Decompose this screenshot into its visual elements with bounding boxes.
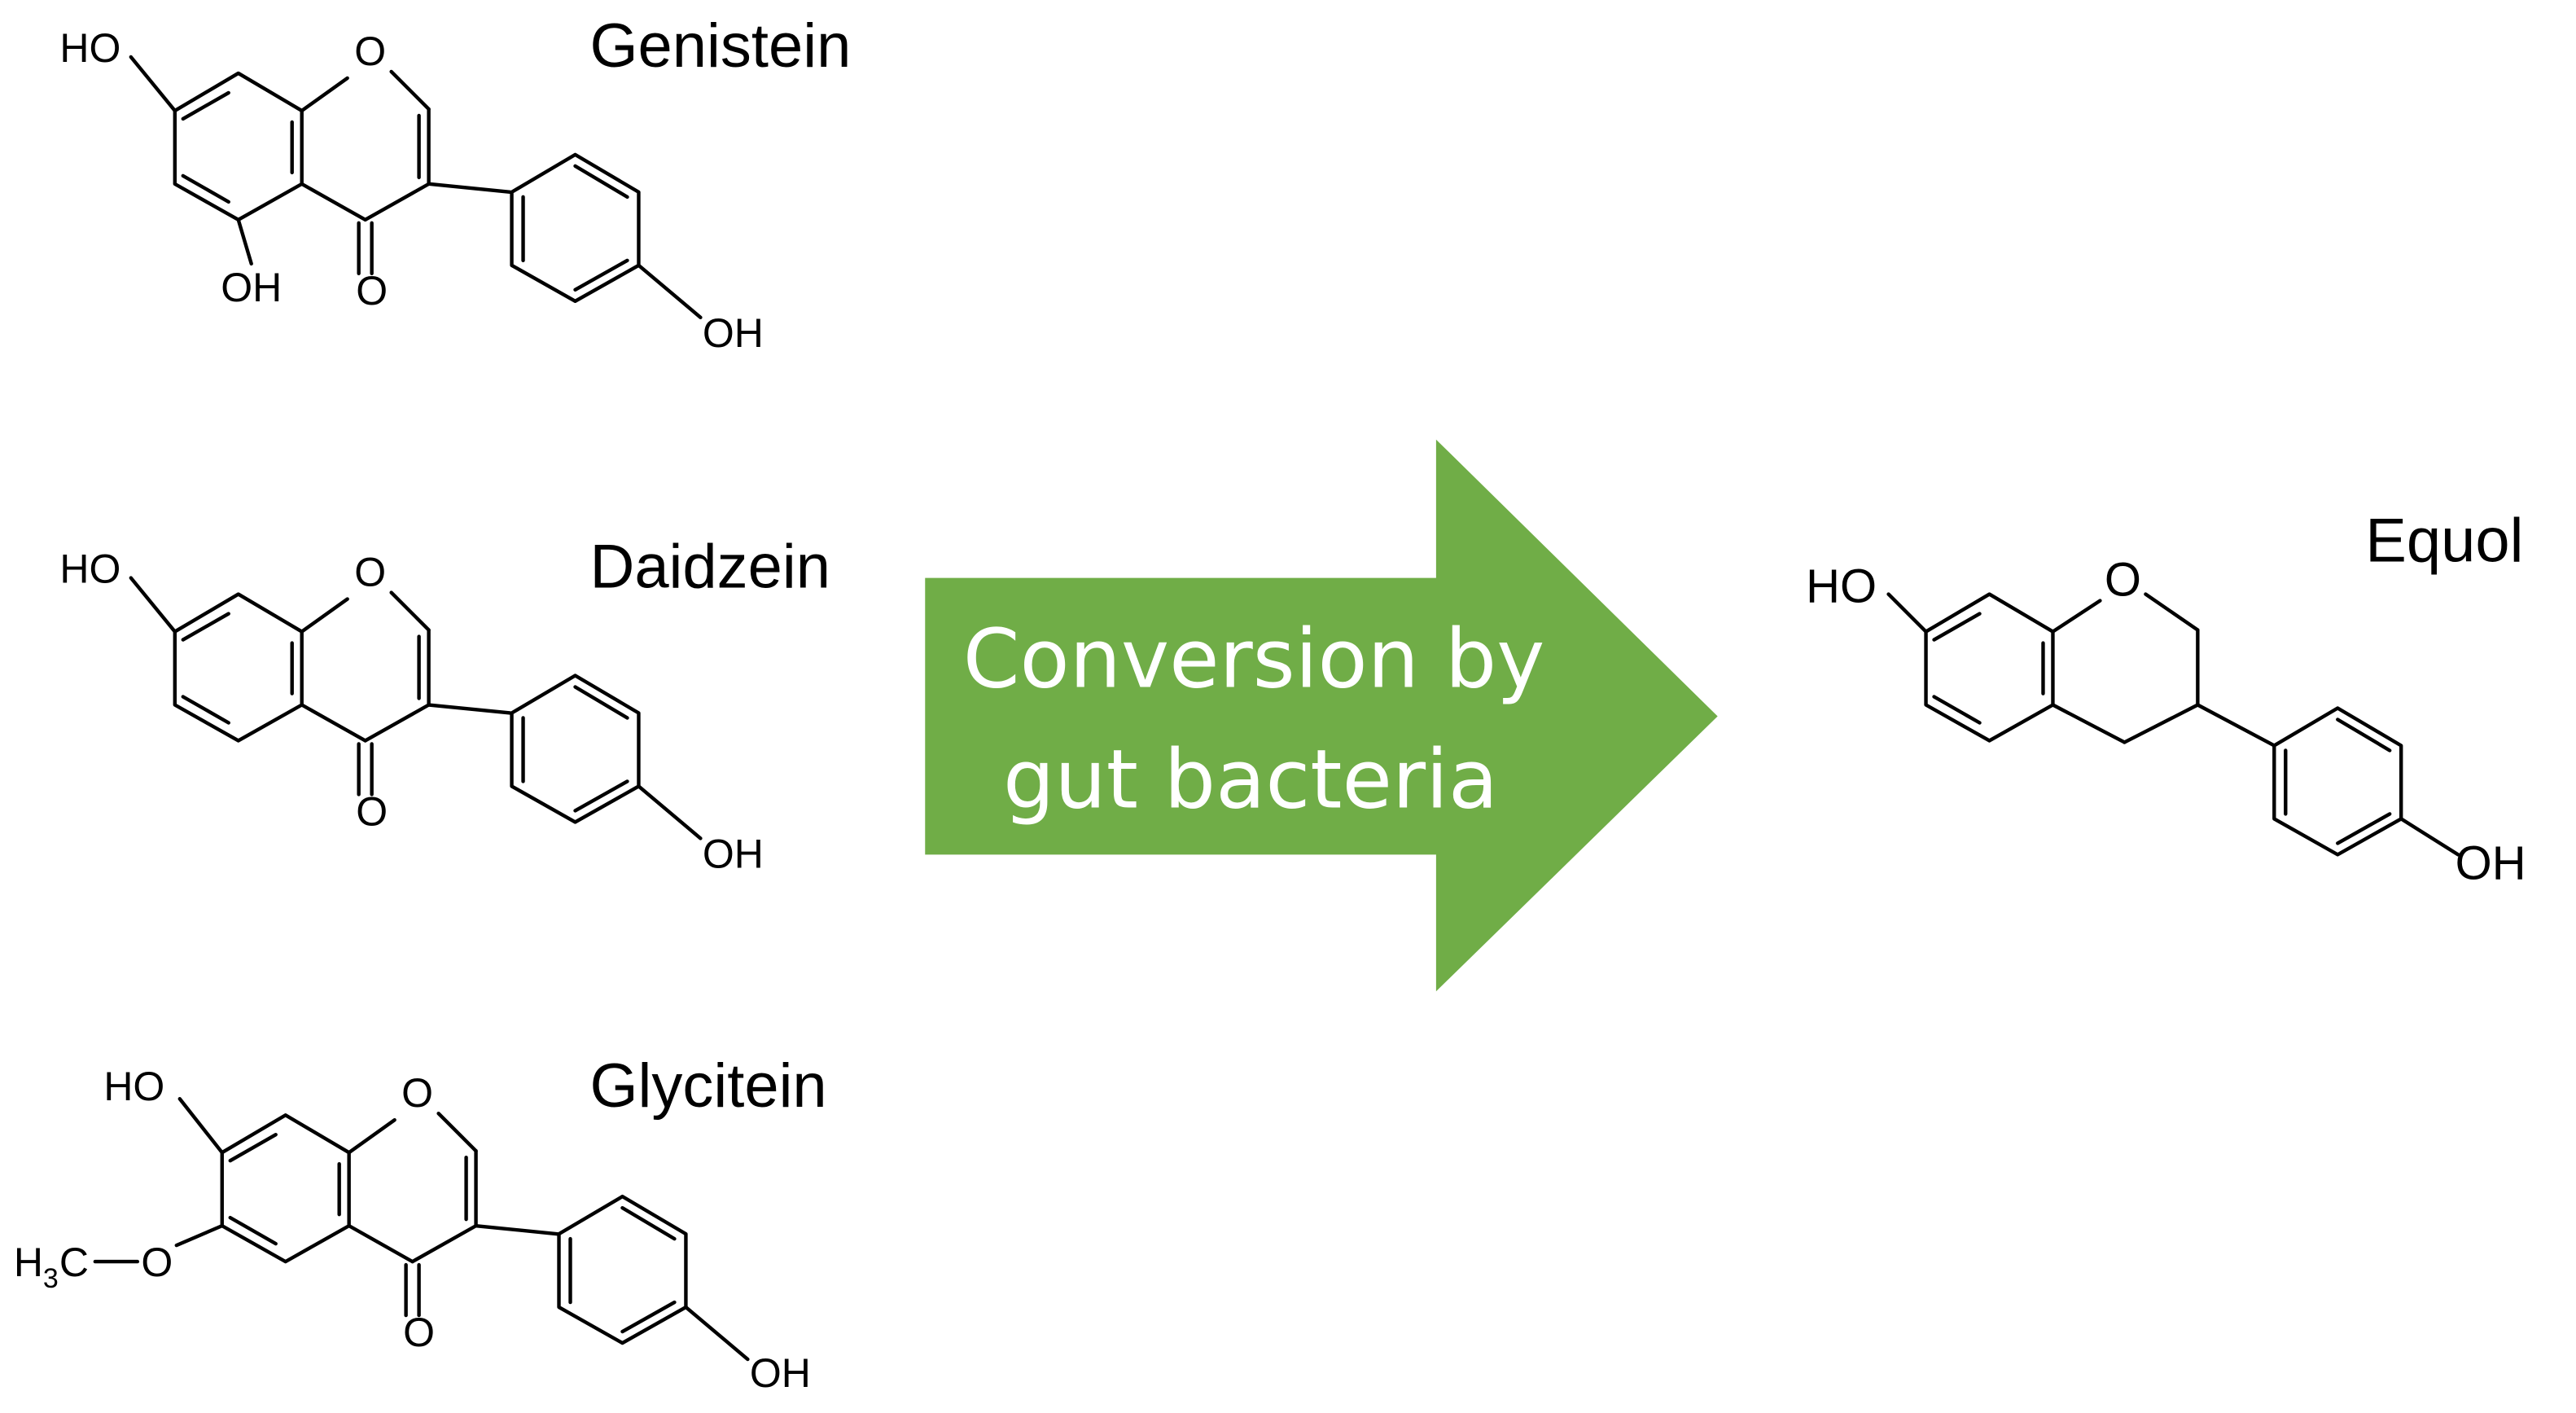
- daidzein-keto-o-label: O: [356, 788, 388, 834]
- molecule-glycitein: HO O O OH H 3 C O Glycitein: [14, 1051, 827, 1396]
- daidzein-ring-o-label: O: [354, 550, 386, 595]
- arrow-label-line2: gut bacteria: [1003, 731, 1498, 827]
- equol-ring-o-label: O: [2105, 555, 2141, 607]
- genistein-oh4p-label: OH: [703, 310, 764, 356]
- glycitein-methoxy-o: O: [141, 1240, 173, 1285]
- genistein-ring-o-label: O: [354, 29, 386, 74]
- genistein-oh5-label: OH: [221, 265, 282, 310]
- glycitein-methoxy-c: C: [59, 1240, 89, 1285]
- genistein-keto-o-label: O: [356, 268, 388, 314]
- glycitein-methoxy-subscript: 3: [43, 1263, 59, 1294]
- glycitein-ring-o-label: O: [401, 1070, 433, 1116]
- daidzein-name: Daidzein: [589, 533, 830, 602]
- conversion-arrow: Conversion by gut bacteria: [925, 439, 1718, 992]
- genistein-ho-label: HO: [59, 25, 120, 71]
- glycitein-bonds: [93, 1097, 750, 1362]
- glycitein-oh4p-label: OH: [750, 1350, 811, 1396]
- arrow-label-line1: Conversion by: [963, 612, 1545, 707]
- glycitein-methoxy-h: H: [14, 1240, 43, 1285]
- genistein-name: Genistein: [589, 11, 851, 81]
- arrow-shape: [925, 439, 1718, 992]
- equol-bonds: [1886, 592, 2460, 857]
- glycitein-ho-label: HO: [103, 1064, 164, 1109]
- equol-oh4p-label: OH: [2456, 837, 2526, 889]
- daidzein-oh4p-label: OH: [703, 831, 764, 876]
- equol-name: Equol: [2365, 507, 2523, 576]
- daidzein-ho-label: HO: [59, 546, 120, 592]
- molecule-equol: HO O OH Equol: [1806, 507, 2526, 890]
- glycitein-keto-o-label: O: [403, 1310, 435, 1355]
- glycitein-name: Glycitein: [589, 1051, 826, 1121]
- molecule-daidzein: HO O O OH Daidzein: [59, 533, 830, 877]
- genistein-bonds: [129, 55, 703, 319]
- daidzein-bonds: [129, 576, 703, 840]
- glycitein-methoxy-label: H 3 C O: [14, 1240, 173, 1294]
- equol-ho-label: HO: [1806, 561, 1877, 613]
- molecule-genistein: HO O OH O OH Genistein: [59, 11, 851, 356]
